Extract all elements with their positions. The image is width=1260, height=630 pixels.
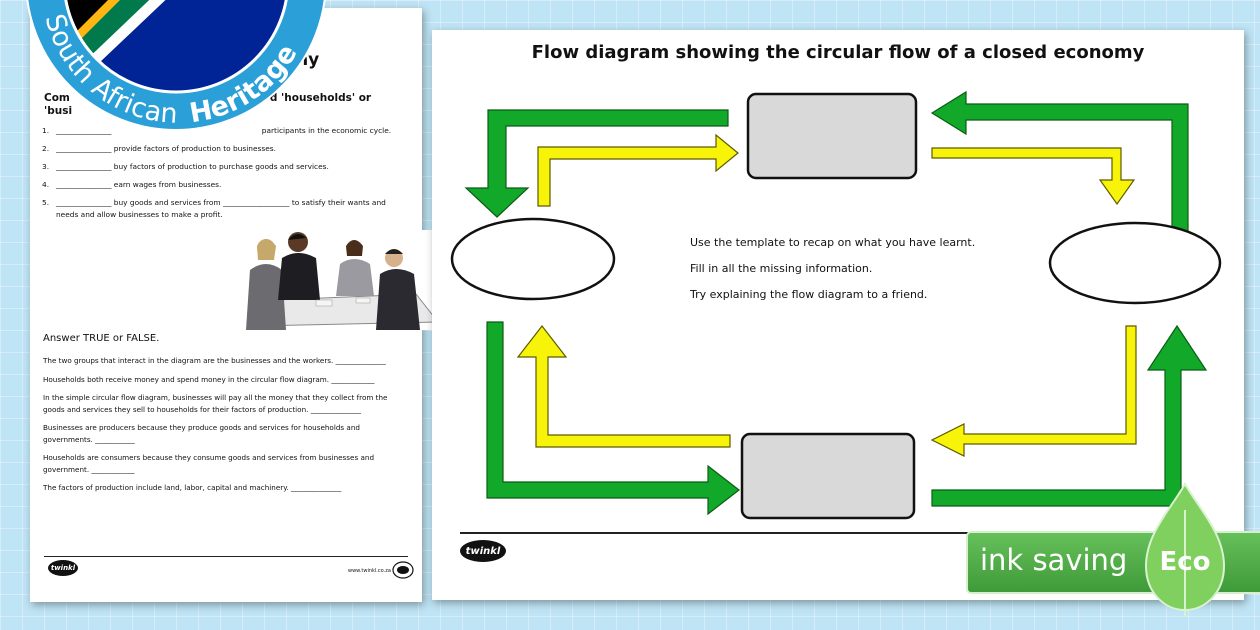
eco-leaf-drop-icon: Eco: [1144, 481, 1226, 616]
twinkl-logo: twinkl: [460, 540, 506, 562]
circular-flow-diagram: [450, 90, 1222, 520]
yellow-arrow-top-right: [931, 147, 1136, 206]
twinkl-logo: twinkl: [48, 560, 78, 576]
true-false-item: Households both receive money and spend …: [43, 374, 375, 384]
true-false-item: In the simple circular flow diagram, bus…: [43, 393, 388, 414]
south-african-heritage-badge: South African Heritage: [26, 0, 326, 131]
question-item: 5. _______________ buy goods and service…: [42, 198, 386, 219]
bottom-blank-box: [740, 432, 916, 520]
top-blank-box: [746, 92, 918, 180]
true-false-item: Businesses are producers because they pr…: [43, 423, 360, 444]
true-false-item: The factors of production include land, …: [43, 483, 342, 492]
eco-label: Eco: [1159, 547, 1210, 577]
green-arrow-right-bottom: [931, 324, 1208, 507]
instruction-line: Use the template to recap on what you ha…: [690, 236, 976, 249]
question-item: 1. _______________ participants in the e…: [42, 126, 392, 135]
yellow-arrow-bottom-left: [516, 325, 731, 448]
footer-badge-icon: [392, 561, 414, 579]
true-false-list: The two groups that interact in the diag…: [43, 355, 411, 501]
footer-url: www.twinkl.co.za: [348, 568, 391, 574]
green-arrow-top-left: [464, 109, 729, 218]
worksheet-page-right: Flow diagram showing the circular flow o…: [432, 30, 1244, 600]
eco-banner-text: ink saving: [980, 543, 1128, 577]
question-item: 3. _______________ buy factors of produc…: [42, 162, 329, 171]
question-item: 2. _______________ provide factors of pr…: [42, 144, 276, 153]
left-blank-ellipse: [450, 217, 616, 301]
business-meeting-illustration: [236, 230, 438, 330]
green-arrow-right-top: [930, 90, 1189, 257]
true-false-item: Households are consumers because they co…: [43, 453, 375, 474]
yellow-arrow-top-left: [537, 133, 739, 207]
right-blank-ellipse: [1048, 221, 1222, 305]
instruction-line: Fill in all the missing information.: [690, 262, 873, 275]
true-false-heading: Answer TRUE or FALSE.: [43, 333, 160, 344]
footer-divider: [460, 532, 1244, 534]
question-item: 4. _______________ earn wages from busin…: [42, 180, 222, 189]
green-arrow-bottom-left: [486, 321, 740, 516]
diagram-title: Flow diagram showing the circular flow o…: [531, 42, 1145, 63]
true-false-item: The two groups that interact in the diag…: [43, 356, 386, 365]
diagram-instructions: Use the template to recap on what you ha…: [690, 236, 975, 314]
fill-in-question-list: 1. _______________ participants in the e…: [42, 125, 410, 227]
footer-divider: [44, 556, 408, 557]
yellow-arrow-bottom-right: [930, 325, 1137, 457]
instruction-line: Try explaining the flow diagram to a fri…: [690, 288, 928, 301]
